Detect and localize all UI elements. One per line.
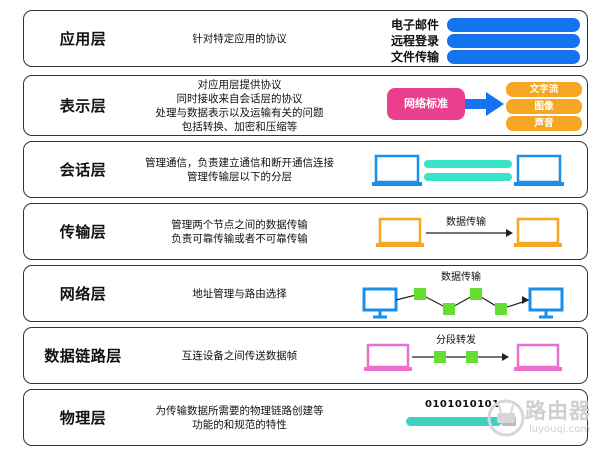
laptop-icon (514, 217, 562, 247)
switch-node (466, 351, 478, 363)
app-bar (447, 34, 580, 48)
layer-row-application: 应用层 针对特定应用的协议 电子邮件 远程登录 文件传输 (23, 10, 588, 67)
layer-name: 传输层 (59, 223, 107, 241)
layer-description: 为传输数据所需要的物理链路创建等 功能的和规范的特性 (122, 390, 357, 445)
description-line: 负责可靠传输或者不可靠传输 (171, 232, 308, 245)
arrow-icon (522, 296, 529, 304)
session-figure (354, 142, 584, 197)
layer-row-network: 网络层 地址管理与路由选择 数据传输 (23, 265, 588, 322)
monitor-icon (362, 287, 398, 319)
description-line: 互连设备之间传送数据帧 (181, 349, 298, 362)
application-figure: 电子邮件 远程登录 文件传输 (354, 11, 584, 66)
layer-description: 针对特定应用的协议 (122, 11, 357, 66)
app-item: 电子邮件 (354, 17, 582, 33)
description-line: 包括转换、加密和压缩等 (181, 120, 298, 133)
router-node (443, 303, 455, 315)
laptop-icon (514, 343, 562, 371)
network-figure: 数据传输 (354, 266, 584, 321)
router-node (414, 288, 426, 300)
datalink-figure: 分段转发 (354, 328, 584, 383)
description-line: 功能的和规范的特性 (192, 418, 287, 431)
app-bar (447, 18, 580, 32)
session-channel (424, 173, 512, 181)
watermark-text: 路由器 (525, 399, 591, 423)
layer-description: 地址管理与路由选择 (122, 266, 357, 321)
switch-node (434, 351, 446, 363)
watermark-logo: 路由器 luyouqi.com (487, 393, 597, 448)
transport-figure: 数据传输 (354, 204, 584, 259)
description-line: 处理与数据表示以及运输有关的问题 (155, 106, 324, 119)
laptop-icon (364, 343, 412, 371)
laptop-icon (514, 154, 564, 186)
format-pill: 图像 (506, 99, 582, 114)
description-line: 管理通信，负责建立通信和断开通信连接 (145, 156, 334, 169)
transfer-label: 分段转发 (436, 335, 476, 346)
app-label: 远程登录 (390, 34, 439, 48)
layer-description: 对应用层提供协议 同时接收来自会话层的协议 处理与数据表示以及运输有关的问题 包… (122, 76, 357, 135)
layer-name: 网络层 (59, 285, 107, 303)
watermark-url: luyouqi.com (529, 424, 591, 435)
presentation-figure: 网络标准 文字流 图像 声音 (354, 76, 584, 135)
app-item: 文件传输 (354, 49, 582, 65)
layer-row-presentation: 表示层 对应用层提供协议 同时接收来自会话层的协议 处理与数据表示以及运输有关的… (23, 75, 588, 136)
app-label: 电子邮件 (390, 18, 439, 32)
app-bar (447, 50, 580, 64)
router-logo-icon (487, 399, 525, 437)
layer-description: 管理通信，负责建立通信和断开通信连接 管理传输层以下的分层 (122, 142, 357, 197)
description-line: 同时接收来自会话层的协议 (176, 92, 303, 105)
transfer-label: 数据传输 (441, 272, 481, 283)
layer-name: 数据链路层 (44, 347, 122, 365)
layer-row-transport: 传输层 管理两个节点之间的数据传输 负责可靠传输或者不可靠传输 数据传输 (23, 203, 588, 260)
layer-name: 应用层 (59, 30, 107, 48)
arrow-icon (465, 92, 504, 116)
layer-name: 物理层 (59, 409, 107, 427)
laptop-icon (372, 154, 422, 186)
router-node (470, 288, 482, 300)
description-line: 针对特定应用的协议 (192, 32, 287, 45)
laptop-icon (376, 217, 424, 247)
arrow-icon (506, 229, 513, 237)
layer-description: 互连设备之间传送数据帧 (122, 328, 357, 383)
description-line: 地址管理与路由选择 (192, 287, 287, 300)
session-channel (424, 160, 512, 168)
layer-row-datalink: 数据链路层 互连设备之间传送数据帧 分段转发 (23, 327, 588, 384)
layer-row-session: 会话层 管理通信，负责建立通信和断开通信连接 管理传输层以下的分层 (23, 141, 588, 198)
physical-cable (406, 417, 502, 426)
transfer-label: 数据传输 (446, 217, 486, 228)
app-label: 文件传输 (390, 50, 439, 64)
format-pill: 文字流 (506, 82, 582, 97)
layer-description: 管理两个节点之间的数据传输 负责可靠传输或者不可靠传输 (122, 204, 357, 259)
description-line: 为传输数据所需要的物理链路创建等 (155, 404, 324, 417)
arrow-icon (502, 353, 509, 361)
layer-name: 会话层 (59, 161, 107, 179)
layer-name: 表示层 (59, 97, 107, 115)
conversion-arrow (465, 92, 504, 116)
app-item: 远程登录 (354, 33, 582, 49)
description-line: 管理传输层以下的分层 (187, 170, 292, 183)
router-node (495, 303, 507, 315)
description-line: 对应用层提供协议 (197, 78, 282, 91)
description-line: 管理两个节点之间的数据传输 (171, 218, 308, 231)
format-pill: 声音 (506, 116, 582, 131)
monitor-icon (528, 287, 564, 319)
network-standard-box: 网络标准 (387, 88, 465, 120)
layer-row-physical: 物理层 为传输数据所需要的物理链路创建等 功能的和规范的特性 010101010… (23, 389, 588, 446)
bit-stream-label: 0101010101 (425, 399, 500, 410)
